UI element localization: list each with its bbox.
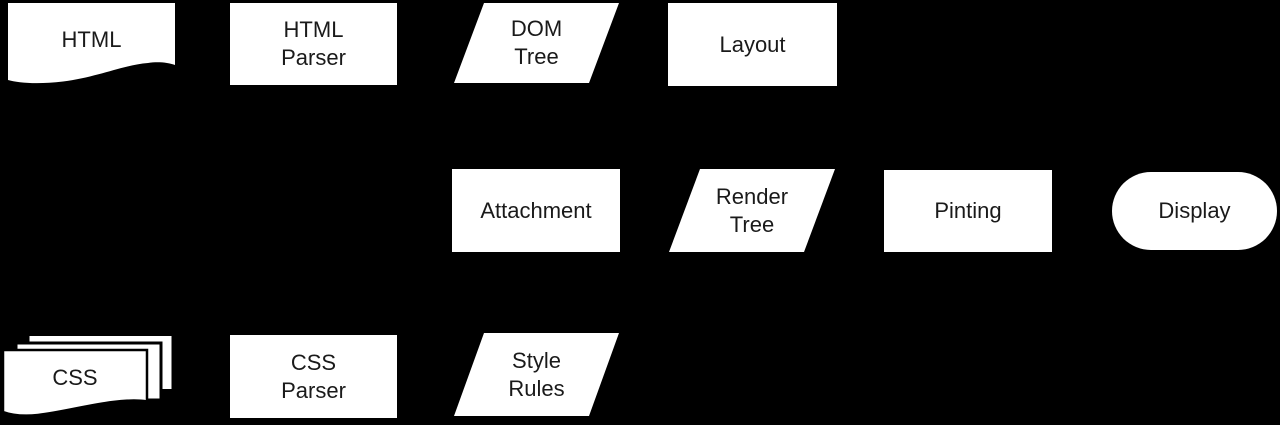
rectangle-shape	[230, 335, 397, 418]
node-html: HTML	[8, 3, 175, 87]
node-dom-tree: DOM Tree	[454, 3, 619, 83]
rectangle-shape	[452, 169, 620, 252]
rectangle-shape	[884, 170, 1052, 252]
node-html-parser: HTML Parser	[230, 3, 397, 85]
document-shape-icon	[8, 3, 175, 84]
node-pinting: Pinting	[884, 170, 1052, 252]
parallelogram-shape-icon	[669, 169, 835, 252]
node-label: Style Rules	[508, 347, 565, 401]
node-label: Pinting	[934, 198, 1002, 223]
multidocument-shape-icon	[3, 333, 175, 417]
rectangle-shape	[230, 3, 397, 85]
node-style-rules: Style Rules	[454, 333, 619, 416]
rectangle-shape	[668, 3, 837, 86]
node-label: Attachment	[480, 197, 592, 223]
node-label: Display	[1158, 198, 1231, 223]
node-css: CSS	[3, 333, 175, 421]
node-display: Display	[1112, 172, 1277, 250]
node-label: HTML Parser	[281, 17, 346, 70]
node-label: DOM Tree	[510, 16, 563, 69]
node-label: CSS	[52, 364, 98, 390]
parallelogram-shape-icon	[454, 333, 619, 416]
node-layout: Layout	[668, 3, 837, 86]
node-label: HTML	[61, 27, 122, 52]
stadium-shape	[1112, 172, 1277, 250]
node-css-parser: CSS Parser	[230, 335, 397, 418]
node-render-tree: Render Tree	[669, 169, 835, 252]
node-attachment: Attachment	[452, 169, 620, 252]
parallelogram-shape-icon	[454, 3, 619, 83]
node-label: CSS Parser	[281, 349, 346, 403]
node-label: Layout	[719, 31, 786, 57]
node-label: Render Tree	[715, 183, 789, 237]
